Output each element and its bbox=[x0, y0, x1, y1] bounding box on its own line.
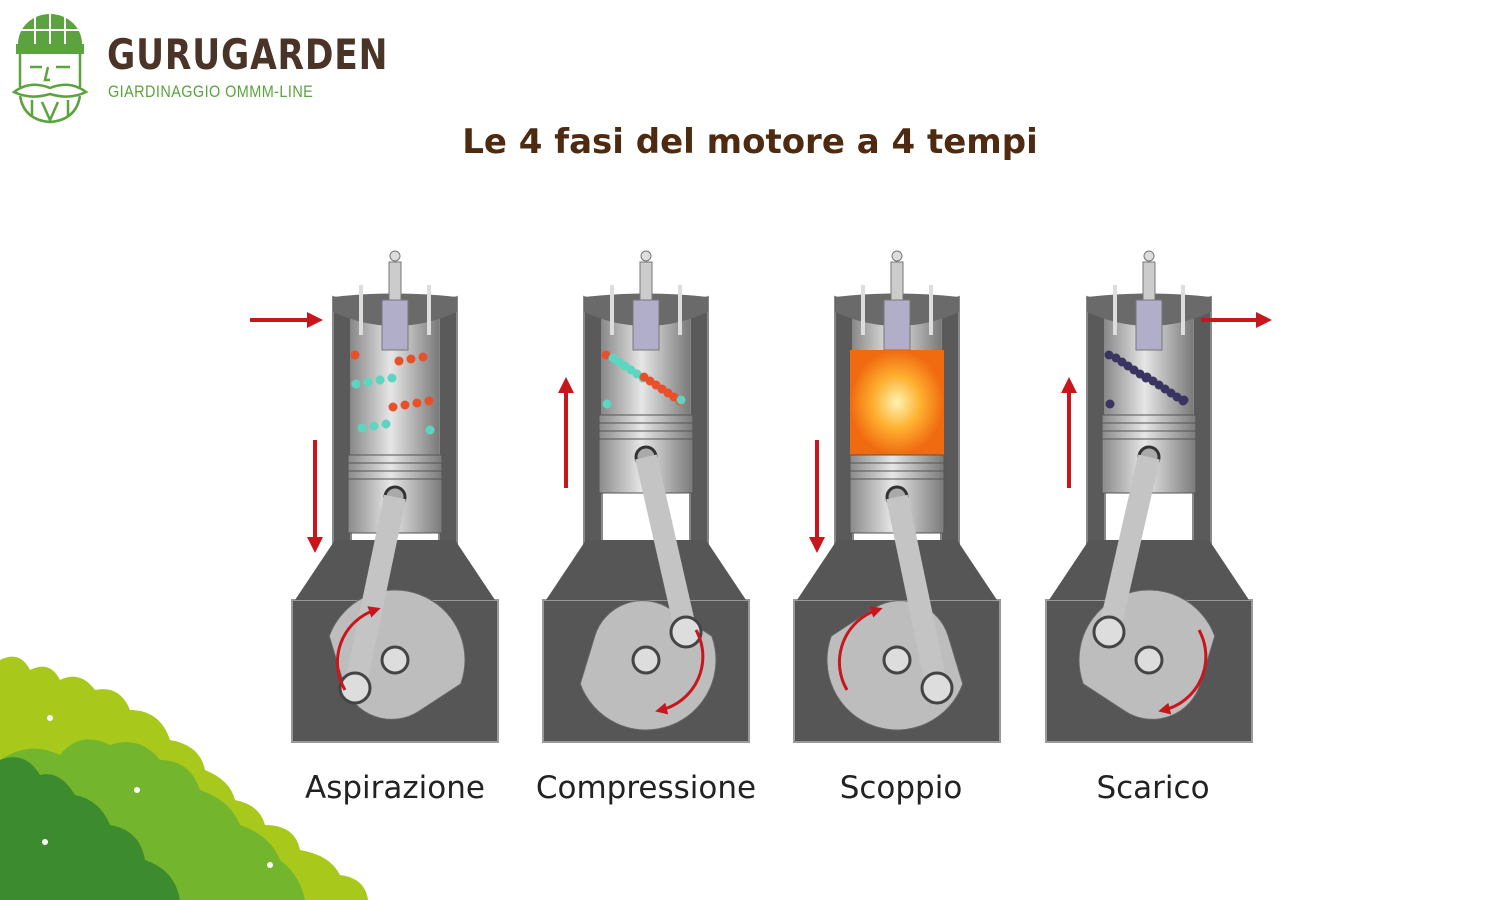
connecting-rod bbox=[635, 454, 697, 635]
connecting-rod bbox=[344, 494, 406, 691]
gas-particle bbox=[418, 352, 428, 362]
gas-particle bbox=[676, 395, 686, 405]
gas-particle bbox=[1179, 395, 1189, 405]
gas-particle bbox=[406, 354, 416, 364]
gas-particle bbox=[350, 350, 360, 360]
gas-particle bbox=[608, 353, 618, 363]
gas-particle bbox=[1105, 399, 1115, 409]
gas-particle bbox=[387, 373, 397, 383]
phase-label-compressione: Compressione bbox=[535, 770, 757, 806]
bush-decoration bbox=[0, 656, 368, 900]
gas-particle bbox=[425, 425, 435, 435]
gas-particle bbox=[369, 421, 379, 431]
gas-particle bbox=[1104, 350, 1114, 360]
gas-particle bbox=[601, 350, 611, 360]
gurugarden-logo-icon bbox=[11, 14, 89, 124]
engine-scoppio bbox=[793, 250, 1001, 743]
gas-particle bbox=[602, 399, 612, 409]
phase-label-scoppio: Scoppio bbox=[839, 770, 963, 806]
connecting-rod bbox=[886, 494, 948, 691]
connecting-rod bbox=[1098, 454, 1160, 635]
gas-particle bbox=[357, 423, 367, 433]
gas-particle bbox=[351, 379, 361, 389]
rotation-arrow-icon bbox=[1158, 629, 1208, 715]
phase-label-scarico: Scarico bbox=[1096, 770, 1210, 806]
rotation-arrow-icon bbox=[335, 606, 381, 691]
engine-compressione bbox=[542, 250, 750, 743]
gas-particle bbox=[363, 377, 373, 387]
rotation-arrow-icon bbox=[655, 629, 705, 715]
gas-particle bbox=[1111, 353, 1121, 363]
engine-aspirazione bbox=[250, 250, 499, 743]
rotation-arrow-icon bbox=[837, 606, 883, 691]
gas-particle bbox=[394, 356, 404, 366]
gas-particle bbox=[381, 419, 391, 429]
gas-particle bbox=[400, 400, 410, 410]
gas-particle bbox=[412, 398, 422, 408]
combustion-flame bbox=[850, 350, 944, 455]
gas-particle bbox=[1142, 372, 1152, 382]
gas-particle bbox=[639, 372, 649, 382]
phase-label-aspirazione: Aspirazione bbox=[305, 770, 485, 806]
brand-tagline: GIARDINAGGIO OMMM-LINE bbox=[108, 82, 314, 101]
gas-particle bbox=[375, 375, 385, 385]
brand-name: GURUGARDEN bbox=[107, 30, 389, 79]
engine-scarico bbox=[1045, 250, 1272, 743]
gas-particle bbox=[424, 396, 434, 406]
page-title: Le 4 fasi del motore a 4 tempi bbox=[462, 122, 1038, 162]
gas-particle bbox=[388, 402, 398, 412]
